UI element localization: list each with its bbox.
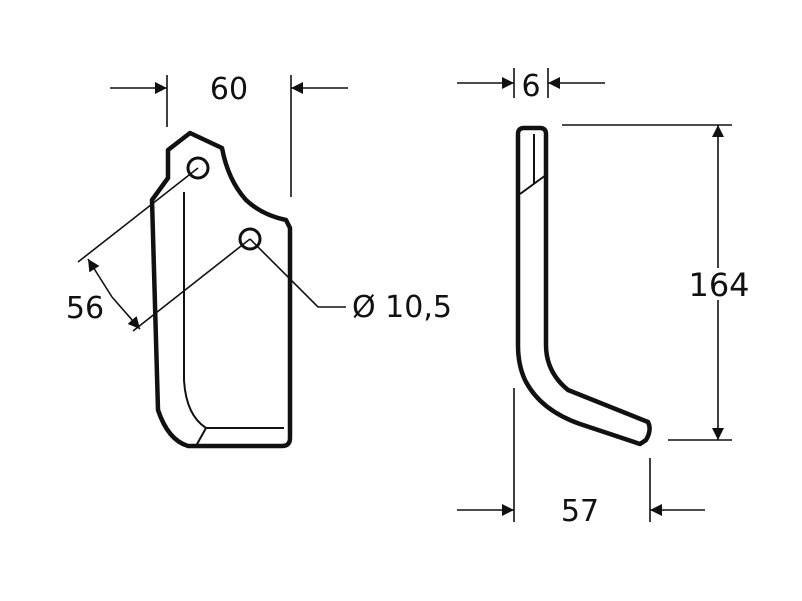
height-label: 164 (688, 266, 749, 304)
blade-front-outline (149, 130, 293, 449)
pitch-label: 56 (66, 291, 104, 326)
width-dimension: 60 (110, 72, 348, 197)
pitch-dimension: 56 (66, 167, 251, 332)
offset-dimension: 57 (457, 388, 705, 529)
blade-side-shoulder (519, 174, 547, 195)
blade-side-view (515, 125, 652, 447)
lower-mounting-hole (238, 227, 262, 251)
blade-front-bevel (183, 192, 284, 429)
blade-side-outline (515, 125, 652, 447)
offset-label: 57 (561, 494, 599, 529)
width-label: 60 (210, 72, 248, 107)
blade-front-view (149, 130, 293, 449)
upper-mounting-hole (186, 156, 210, 180)
hole-diameter-label: Ø 10,5 (352, 290, 452, 325)
height-dimension: 164 (562, 124, 750, 441)
blade-front-bevel-edge (195, 427, 207, 447)
hole-diameter-callout: Ø 10,5 (249, 238, 452, 325)
thickness-dimension: 6 (457, 68, 605, 104)
thickness-label: 6 (521, 69, 540, 104)
